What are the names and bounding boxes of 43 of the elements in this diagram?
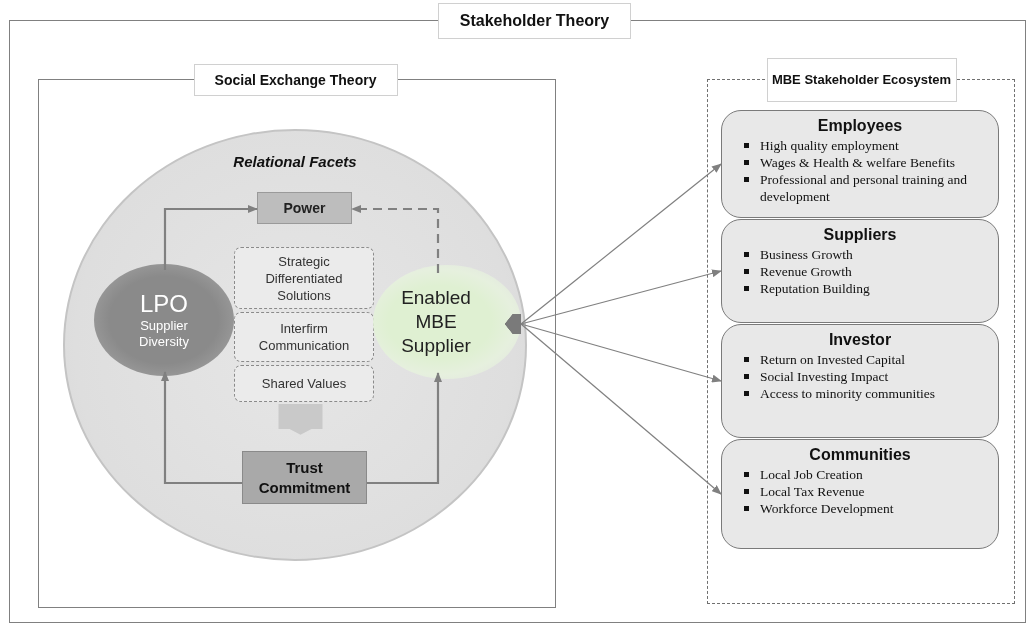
- power-box: [257, 192, 352, 224]
- stakeholder-card: [721, 324, 999, 438]
- bullet-item: Reputation Building: [746, 280, 990, 297]
- bullet-item: Workforce Development: [746, 500, 990, 517]
- frame-heading: Social Exchange Theory: [193, 63, 398, 96]
- facet-box: [234, 247, 374, 309]
- stakeholder-card: [721, 219, 999, 323]
- arrow: [163, 205, 258, 270]
- card-heading: Suppliers: [822, 226, 898, 244]
- bullet-item: Local Job Creation: [746, 466, 990, 483]
- stakeholder-card: [721, 439, 999, 549]
- bullet-item: Access to minority communities: [746, 385, 990, 402]
- arrow: [367, 372, 442, 485]
- block-arrow: [278, 404, 323, 435]
- node-label: Enabled MBE Supplier: [400, 286, 472, 358]
- frame-heading: MBE Stakeholder Ecosystem: [766, 57, 957, 102]
- card-heading: Communities: [808, 446, 912, 464]
- bullet-item: High quality employment: [746, 137, 990, 154]
- node-label: Strategic Differentiated Solutions: [264, 252, 344, 304]
- card-heading: Employees: [816, 117, 904, 135]
- node-label: Trust Commitment: [257, 457, 352, 498]
- bullet-item: Wages & Health & welfare Benefits: [746, 154, 990, 171]
- arrow: [505, 314, 722, 495]
- bullet-item: Return on Invested Capital: [746, 351, 990, 368]
- node-label: Shared Values: [260, 375, 348, 392]
- facet-box: [234, 312, 374, 362]
- trust-commitment-box: [242, 451, 367, 504]
- bullet-item: Professional and personal training and development: [746, 171, 990, 205]
- bullet-item: Local Tax Revenue: [746, 483, 990, 500]
- frame-heading: Stakeholder Theory: [438, 3, 631, 39]
- arrow: [161, 371, 242, 485]
- stakeholder-card: [721, 110, 999, 218]
- bullet-item: Revenue Growth: [746, 263, 990, 280]
- node-label: Interfirm Communication: [257, 320, 351, 354]
- bullet-item: Business Growth: [746, 246, 990, 263]
- node-subtitle: Supplier Diversity: [138, 318, 190, 350]
- circle-heading: Relational Facets: [232, 153, 358, 170]
- bullet-item: Social Investing Impact: [746, 368, 990, 385]
- facet-box: [234, 365, 374, 402]
- card-heading: Investor: [827, 331, 893, 349]
- node-title: LPO: [140, 290, 188, 318]
- node-label: Power: [283, 200, 326, 216]
- arrow: [351, 205, 440, 273]
